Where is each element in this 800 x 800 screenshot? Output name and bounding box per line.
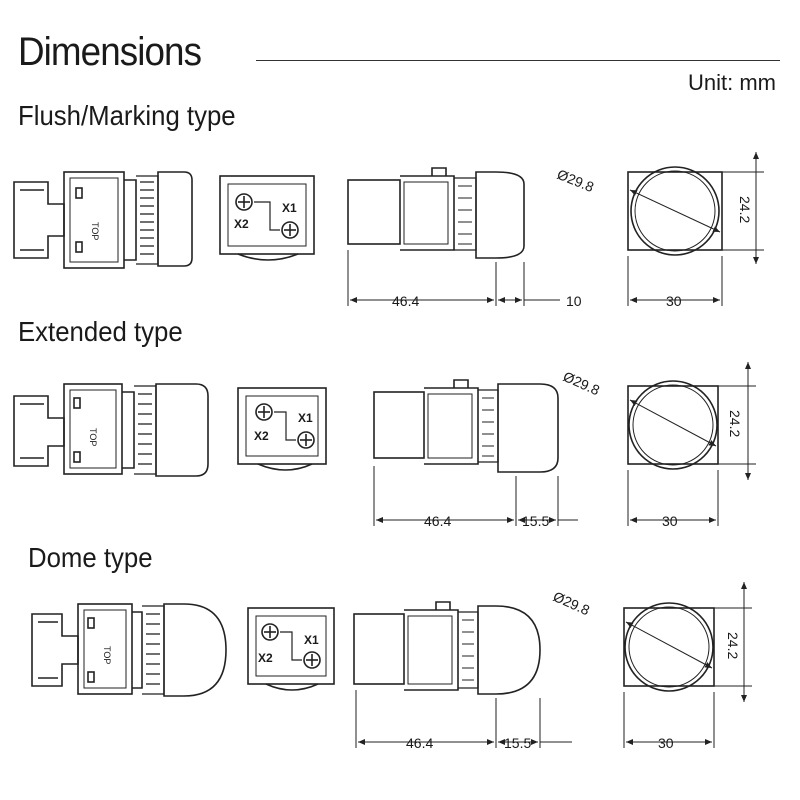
dim-body-length-extended: 46.4 [424,513,451,529]
dome-dimension-view [353,601,541,695]
unit-label: Unit: mm [688,70,776,95]
dim-width-extended: 30 [662,513,678,529]
dim-height-flush: 24.2 [737,196,753,223]
dim-head-length-extended: 15.5 [522,513,549,529]
marking-top-flush: TOP [90,222,100,240]
extended-rear-view [237,387,327,471]
terminal-x2-dome: X2 [258,651,273,665]
dome-front-view [623,582,752,748]
marking-top-extended: TOP [88,428,98,446]
dome-side-view [31,603,227,697]
section-title-flush: Flush/Marking type [18,100,236,131]
terminal-x1-flush: X1 [282,201,297,215]
terminal-x2-flush: X2 [234,217,249,231]
dome-rear-view [247,607,335,691]
title-divider [256,60,780,61]
terminal-x2-extended: X2 [254,429,269,443]
dim-height-dome: 24.2 [725,632,741,659]
marking-top-dome: TOP [102,646,112,664]
section-title-dome: Dome type [28,542,153,573]
flush-front-view [627,152,764,306]
dim-height-extended: 24.2 [727,410,743,437]
dim-diameter-dome: Ø29.8 [551,588,593,618]
dim-body-length-dome: 46.4 [406,735,433,751]
extended-dimension-view [373,379,559,473]
dim-body-length-flush: 46.4 [392,293,419,309]
dim-diameter-extended: Ø29.8 [561,368,603,398]
dim-diameter-flush: Ø29.8 [555,166,597,195]
dome-dim-lines [355,690,572,748]
extended-front-view [627,362,756,526]
flush-dim-lines [347,250,560,306]
dim-head-length-flush: 10 [566,293,582,309]
terminal-x1-extended: X1 [298,411,313,425]
extended-side-view [13,383,209,477]
flush-rear-view [219,175,315,261]
page-title: Dimensions [18,30,202,74]
section-title-extended: Extended type [18,316,183,347]
dim-width-flush: 30 [666,293,682,309]
flush-dimension-view [347,167,525,259]
dim-head-length-dome: 15.5 [504,735,531,751]
dim-width-dome: 30 [658,735,674,751]
extended-dim-lines [373,466,578,526]
flush-side-view [13,171,193,269]
terminal-x1-dome: X1 [304,633,319,647]
